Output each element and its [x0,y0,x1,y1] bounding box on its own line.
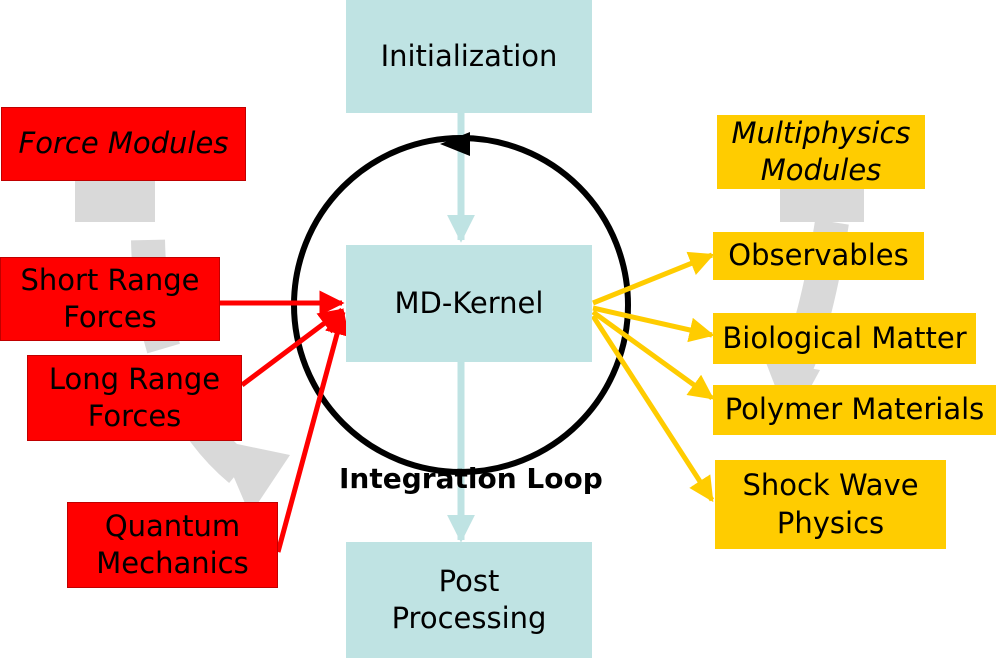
md-kernel-label: MD-Kernel [394,285,544,320]
initialization-box: Initialization [346,0,592,113]
observables-arrow [592,251,715,306]
short-range-forces-box: Short Range Forces [0,257,220,341]
polymer-materials-box: Polymer Materials [713,385,996,435]
biological-matter-box: Biological Matter [713,313,976,364]
md-kernel-box: MD-Kernel [346,245,592,362]
integration-loop-label: Integration Loop [339,462,603,495]
loop-arrowhead [440,132,470,156]
observables-box: Observables [713,232,924,280]
polymer-arrow [591,309,715,401]
long-range-forces-box: Long Range Forces [27,355,242,441]
post-processing-box: Post Processing [346,542,592,658]
force-modules-title: Force Modules [1,107,246,181]
post-processing-label: Post Processing [391,563,547,635]
multiphysics-modules-title: Multiphysics Modules [717,115,925,189]
quantum-arrow [275,309,350,553]
initialization-label: Initialization [380,38,558,73]
force-backdrop-arrow [75,180,290,515]
biological-arrow [592,305,715,343]
quantum-mechanics-box: Quantum Mechanics [67,502,278,588]
shock-wave-physics-box: Shock Wave Physics [715,460,946,549]
shock-wave-arrow [590,314,715,503]
